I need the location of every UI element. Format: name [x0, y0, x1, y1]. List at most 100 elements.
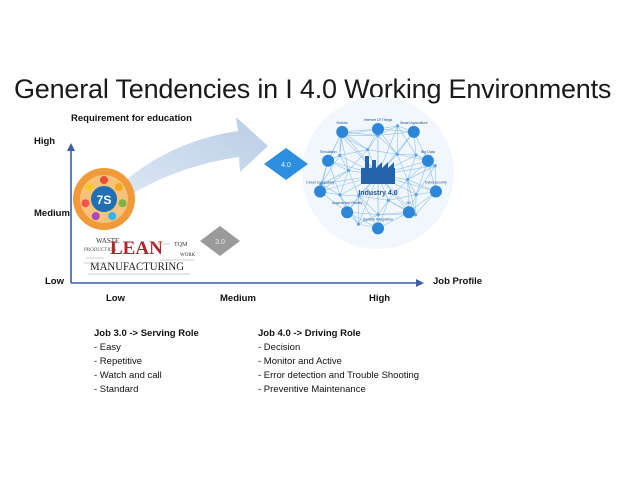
job30-item: - Easy	[94, 342, 121, 353]
job30-heading: Job 3.0 -> Serving Role	[94, 328, 199, 339]
network-link	[340, 135, 349, 171]
job40-marker-label: 4.0	[281, 162, 291, 169]
network-link	[407, 179, 416, 215]
x-axis-title: Job Profile	[433, 276, 483, 287]
network-link	[339, 155, 349, 171]
network-link	[340, 134, 368, 150]
job30-item: - Standard	[94, 384, 139, 395]
network-link	[377, 135, 398, 155]
job40-heading: Job 4.0 -> Driving Role	[258, 328, 361, 339]
y-axis-title: Requirement for education	[71, 113, 192, 124]
job40-item: - Monitor and Active	[258, 356, 342, 367]
network-link	[397, 125, 417, 156]
network-node-icon	[322, 154, 335, 167]
network-link	[320, 170, 349, 185]
network-dot	[357, 194, 361, 198]
network-link	[407, 179, 417, 195]
network-dot	[395, 152, 399, 156]
job30-item: - Repetitive	[94, 356, 143, 367]
network-node-label: 5G	[406, 201, 411, 205]
network-link	[367, 149, 398, 155]
network-link	[358, 195, 379, 215]
work-word: WORK	[180, 253, 196, 258]
network-link	[358, 195, 389, 201]
network-link	[415, 165, 436, 195]
y-level-high: High	[34, 136, 56, 147]
network-dot	[366, 148, 370, 152]
wheel-segment-icon	[100, 176, 108, 184]
network-dot	[338, 153, 342, 157]
tqm-word: TQM	[174, 242, 188, 248]
wheel-segment-icon	[91, 212, 100, 221]
network-link	[397, 153, 417, 156]
job40-block: Job 4.0 -> Driving Role - Decision - Mon…	[258, 327, 419, 397]
network-dot	[376, 212, 380, 217]
job30-item: - Watch and call	[94, 370, 162, 381]
network-node-icon	[341, 206, 354, 219]
seven-s-wheel-image: 7S	[73, 168, 135, 230]
job30-marker-label: 3.0	[215, 239, 225, 246]
network-dot	[414, 193, 418, 197]
network-link	[377, 200, 389, 215]
production-word: PRODUCTION	[84, 248, 117, 253]
network-link	[320, 155, 341, 185]
growth-arrow	[100, 117, 268, 212]
network-link	[396, 154, 408, 180]
wheel-segment-icon	[81, 199, 90, 208]
network-node-label: Robots	[337, 121, 349, 125]
network-node-icon	[407, 125, 420, 138]
lean-word: LEAN	[110, 238, 163, 259]
network-dot	[386, 198, 390, 202]
lean-manufacturing-image: WASTE PRODUCTION TQM WORK LEAN MANUFACTU…	[82, 232, 198, 278]
network-dot	[395, 124, 400, 128]
network-node-label: Cybersecurity	[425, 180, 447, 184]
wheel-segment-icon	[114, 183, 123, 192]
network-dot	[433, 164, 437, 168]
factory-icon	[361, 156, 395, 184]
y-level-medium: Medium	[34, 208, 70, 219]
x-level-medium: Medium	[220, 293, 256, 304]
x-level-high: High	[369, 293, 391, 304]
wheel-segment-icon	[118, 199, 127, 208]
network-dot	[338, 193, 342, 197]
network-link	[358, 214, 379, 225]
network-node-icon	[402, 206, 415, 219]
network-link	[339, 135, 341, 156]
network-node-icon	[429, 185, 442, 198]
network-dot	[405, 177, 410, 182]
job40-item: - Decision	[258, 342, 301, 353]
waste-word: WASTE	[96, 237, 119, 245]
industry-label: Industry 4.0	[358, 190, 397, 197]
network-link	[320, 184, 341, 196]
network-link	[367, 135, 379, 150]
network-node-label: System Integration	[363, 217, 393, 221]
network-link	[388, 194, 417, 201]
job40-item: - Error detection and Trouble Shooting	[258, 370, 420, 381]
wheel-segment-icon	[85, 183, 94, 192]
manufacturing-word: MANUFACTURING	[90, 259, 184, 273]
network-link	[358, 195, 379, 229]
network-node-icon	[372, 123, 384, 135]
network-link	[339, 170, 349, 196]
slide-title: General Tendencies in I 4.0 Working Envi…	[14, 74, 612, 104]
seven-s-label: 7S	[97, 193, 112, 207]
network-link	[388, 179, 408, 201]
job30-marker: 3.0	[200, 226, 240, 256]
network-node-label: Augmented Reality	[332, 201, 363, 205]
network-node-label: Cloud Computing	[306, 180, 334, 184]
job30-block: Job 3.0 -> Serving Role - Easy - Repetit…	[94, 327, 199, 397]
network-link	[407, 165, 436, 180]
network-dot	[319, 182, 323, 186]
y-level-low: Low	[45, 276, 64, 287]
network-dot	[356, 222, 361, 226]
network-node-icon	[336, 125, 349, 138]
network-link	[339, 149, 368, 156]
network-link	[407, 154, 417, 180]
network-link	[339, 194, 359, 197]
network-node-label: Internet Of Things	[364, 118, 393, 122]
x-level-low: Low	[106, 293, 125, 304]
network-link	[415, 194, 417, 215]
network-dot	[414, 153, 418, 157]
